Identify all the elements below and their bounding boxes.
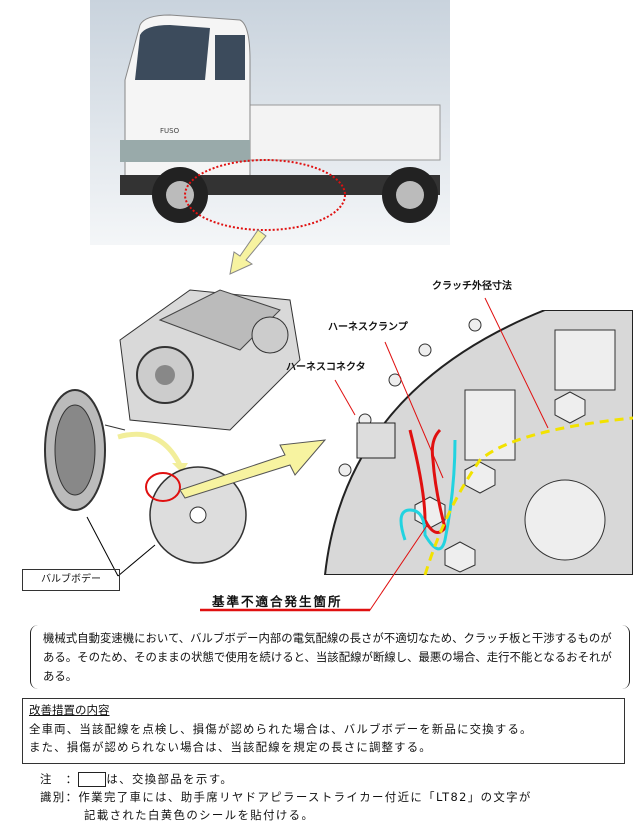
label-harness-connector: ハーネスコネクタ	[286, 362, 366, 373]
truck-image: FUSO	[90, 0, 450, 245]
remedy-line-2: また、損傷が認められない場合は、当該配線を規定の長さに調整する。	[29, 740, 432, 754]
description-text: 機械式自動変速機において、バルブボデー内部の電気配線の長さが不適切なため、クラッ…	[43, 631, 612, 683]
remedy-box: 改善措置の内容 全車両、当該配線を点検し、損傷が認められた場合は、バルブボデーを…	[22, 698, 625, 764]
replacement-part-symbol	[78, 772, 107, 787]
detail-view-image	[323, 310, 633, 575]
id-line-2: 記載された白黄色のシールを貼付ける。	[84, 808, 315, 822]
curved-arrow-icon	[117, 431, 188, 473]
valve-body-image	[145, 466, 247, 564]
id-line-1: 作業完了車には、助手席リヤドアピラーストライカー付近に「LT82」の文字が	[78, 790, 532, 804]
label-valve-body: バルブボデー	[22, 569, 120, 591]
remedy-line-1: 全車両、当該配線を点検し、損傷が認められた場合は、バルブボデーを新品に交換する。	[29, 722, 533, 736]
arrow-right-icon	[179, 439, 327, 499]
remedy-title: 改善措置の内容	[29, 703, 110, 717]
id-label: 識別：	[40, 790, 79, 804]
leader-lines	[86, 297, 549, 612]
notes: 注 ： は、交換部品を示す。 識別：作業完了車には、助手席リヤドアピラーストライカ…	[40, 770, 532, 824]
note-label: 注 ：	[40, 772, 79, 786]
label-nonconformity-location: 基準不適合発生箇所	[212, 594, 343, 609]
arrow-down-icon	[229, 229, 267, 275]
truck-logo: FUSO	[160, 127, 180, 135]
transmission-image	[119, 289, 301, 431]
description-box: 機械式自動変速機において、バルブボデー内部の電気配線の長さが不適切なため、クラッ…	[30, 625, 630, 689]
label-clutch-outer-diameter: クラッチ外径寸法	[432, 281, 512, 292]
label-harness-clamp: ハーネスクランプ	[328, 322, 408, 333]
valve-body-plate-image	[44, 389, 126, 511]
note-text: は、交換部品を示す。	[106, 772, 234, 786]
